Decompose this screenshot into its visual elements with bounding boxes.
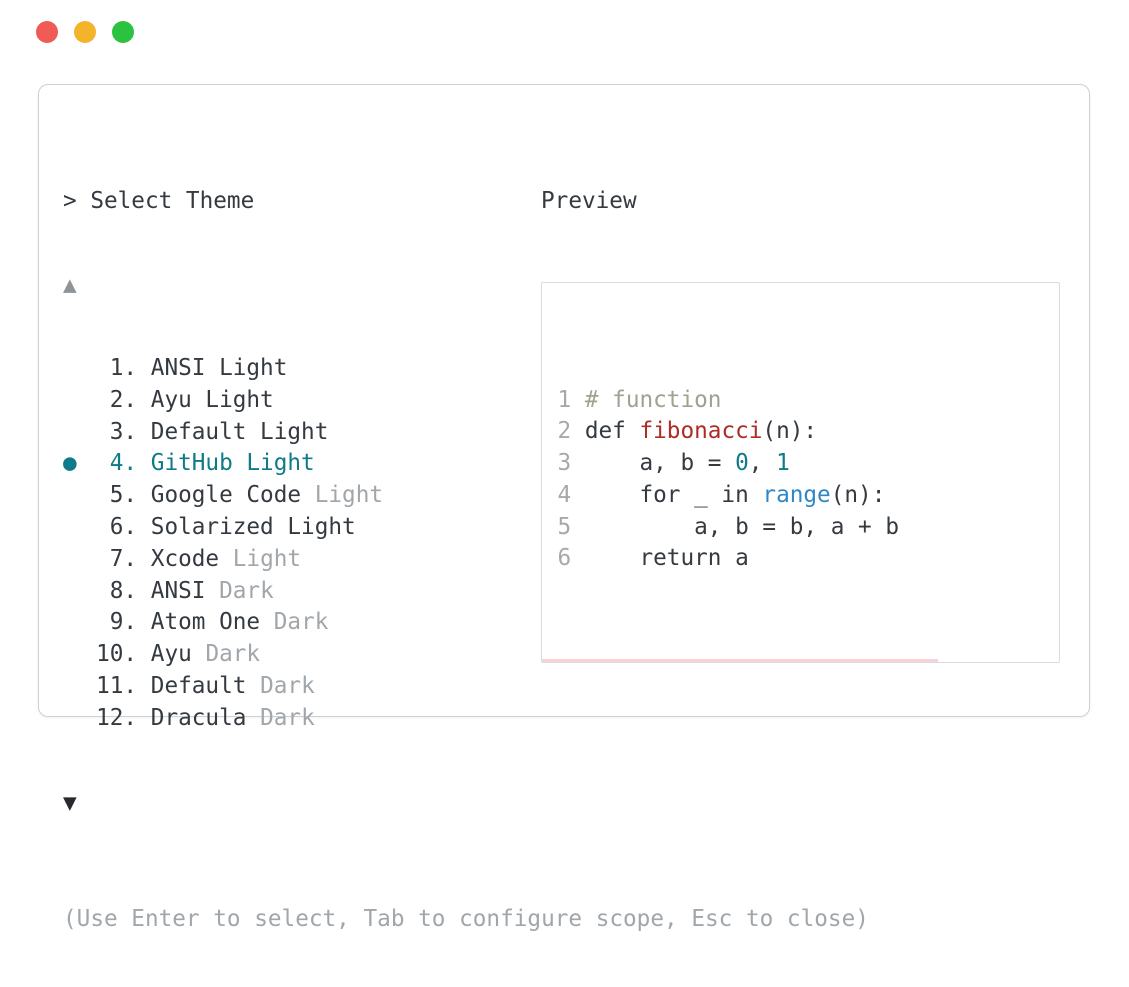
help-text: (Use Enter to select, Tab to configure s… <box>63 905 869 932</box>
theme-list-item[interactable]: 11. Default Dark <box>63 671 869 703</box>
theme-list-item[interactable]: 2. Ayu Light <box>63 385 869 417</box>
theme-item-variant: Dark <box>260 704 315 731</box>
theme-item-number: 6. <box>109 513 138 540</box>
code-line: 5 a, b = b, a + b <box>557 513 900 540</box>
theme-item-number: 11. <box>96 672 138 699</box>
theme-item-variant: Dark <box>205 641 261 668</box>
theme-list-item[interactable]: 10. Ayu Dark <box>63 639 869 671</box>
theme-item-label: Xcode <box>150 545 220 572</box>
line-number: 5 <box>557 513 572 540</box>
theme-item-variant: Dark <box>273 609 329 636</box>
window-controls <box>36 21 134 43</box>
close-button[interactable] <box>36 21 58 43</box>
theme-item-number: 8. <box>109 577 138 604</box>
theme-picker-dialog: > Select Theme ▲ 1. ANSI Light 2. Ayu Light… <box>38 84 1090 932</box>
theme-item-label: ANSI Light <box>150 355 288 381</box>
theme-item-variant: Dark <box>219 577 274 604</box>
preview-section: Preview 1 # function 2 def fibonacci(n): 3… <box>541 133 1060 715</box>
theme-item-label: Default <box>150 672 247 699</box>
theme-list-item[interactable]: 5. Google Code Light <box>63 480 869 512</box>
theme-list-item[interactable]: 9. Atom One Dark <box>63 607 869 639</box>
line-number: 1 <box>558 661 572 662</box>
selected-bullet-icon: ● <box>63 450 77 477</box>
theme-list-item[interactable]: 1. ANSI Light <box>63 353 869 385</box>
diff-highlight-removed: 1 - print("Hello, " + name) <box>542 659 939 662</box>
line-number: 6 <box>557 545 572 572</box>
theme-item-variant: Dark <box>260 672 315 699</box>
theme-item-label: Dracula <box>150 704 247 731</box>
theme-list-item[interactable]: 7. Xcode Light <box>63 544 869 576</box>
diff-sample: 1 - print("Hello, " + name)1 + print(f"H… <box>542 659 1059 662</box>
theme-item-number: 7. <box>109 545 138 572</box>
code-sample: 1 # function 2 def fibonacci(n): 3 a, b = … <box>542 385 1059 576</box>
code-line: 3 a, b = 0, 1 <box>557 450 790 477</box>
theme-item-number: 4. <box>109 450 138 477</box>
minus-sign-icon: - <box>585 661 599 662</box>
theme-list-item[interactable]: 12. Dracula Dark <box>63 703 869 735</box>
theme-item-number: 5. <box>109 482 138 509</box>
theme-item-label: Ayu <box>150 641 192 668</box>
preview-code-box: 1 # function 2 def fibonacci(n): 3 a, b = … <box>541 282 1060 663</box>
line-number: 3 <box>557 450 572 477</box>
theme-list-item[interactable]: 6. Solarized Light <box>63 512 869 544</box>
theme-item-label: ANSI <box>150 577 206 604</box>
scroll-down-indicator-icon[interactable]: ▼ <box>63 789 77 816</box>
code-line: 6 return a <box>557 545 749 572</box>
theme-item-number: 2. <box>109 386 138 413</box>
maximize-button[interactable] <box>112 21 134 43</box>
code-line: 1 # function <box>557 386 722 413</box>
theme-list-item[interactable]: 3. Default Light <box>63 417 869 449</box>
code-line: 4 for _ in range(n): <box>557 481 886 508</box>
theme-item-label: Google Code <box>150 482 302 509</box>
theme-list: 1. ANSI Light 2. Ayu Light 3. Default Light ● 4… <box>63 353 869 735</box>
line-number: 4 <box>557 481 572 508</box>
theme-item-number: 9. <box>109 609 138 636</box>
theme-item-label: Atom One <box>150 609 261 636</box>
code-line: 2 def fibonacci(n): <box>557 418 818 445</box>
theme-item-variant: Light <box>232 545 302 572</box>
diff-line-removed: 1 - print("Hello, " + name) <box>542 659 1059 662</box>
theme-item-number: 12. <box>96 704 138 731</box>
line-number: 2 <box>557 418 572 445</box>
theme-item-label: GitHub Light <box>150 450 315 477</box>
scroll-up-indicator-icon[interactable]: ▲ <box>63 272 77 298</box>
theme-item-label: Ayu Light <box>150 386 274 413</box>
picker-prompt: > Select Theme <box>63 188 255 214</box>
minimize-button[interactable] <box>74 21 96 43</box>
theme-item-label: Solarized Light <box>150 513 356 540</box>
theme-item-number: 1. <box>109 355 138 381</box>
line-number: 1 <box>557 386 572 413</box>
theme-item-number: 3. <box>109 418 138 445</box>
theme-list-item[interactable]: ● 4. GitHub Light <box>63 448 869 480</box>
theme-list-item[interactable]: 8. ANSI Dark <box>63 576 869 608</box>
preview-title: Preview <box>541 188 637 214</box>
theme-item-variant: Light <box>314 482 384 509</box>
theme-item-number: 10. <box>96 641 138 668</box>
theme-item-label: Default Light <box>150 418 329 445</box>
